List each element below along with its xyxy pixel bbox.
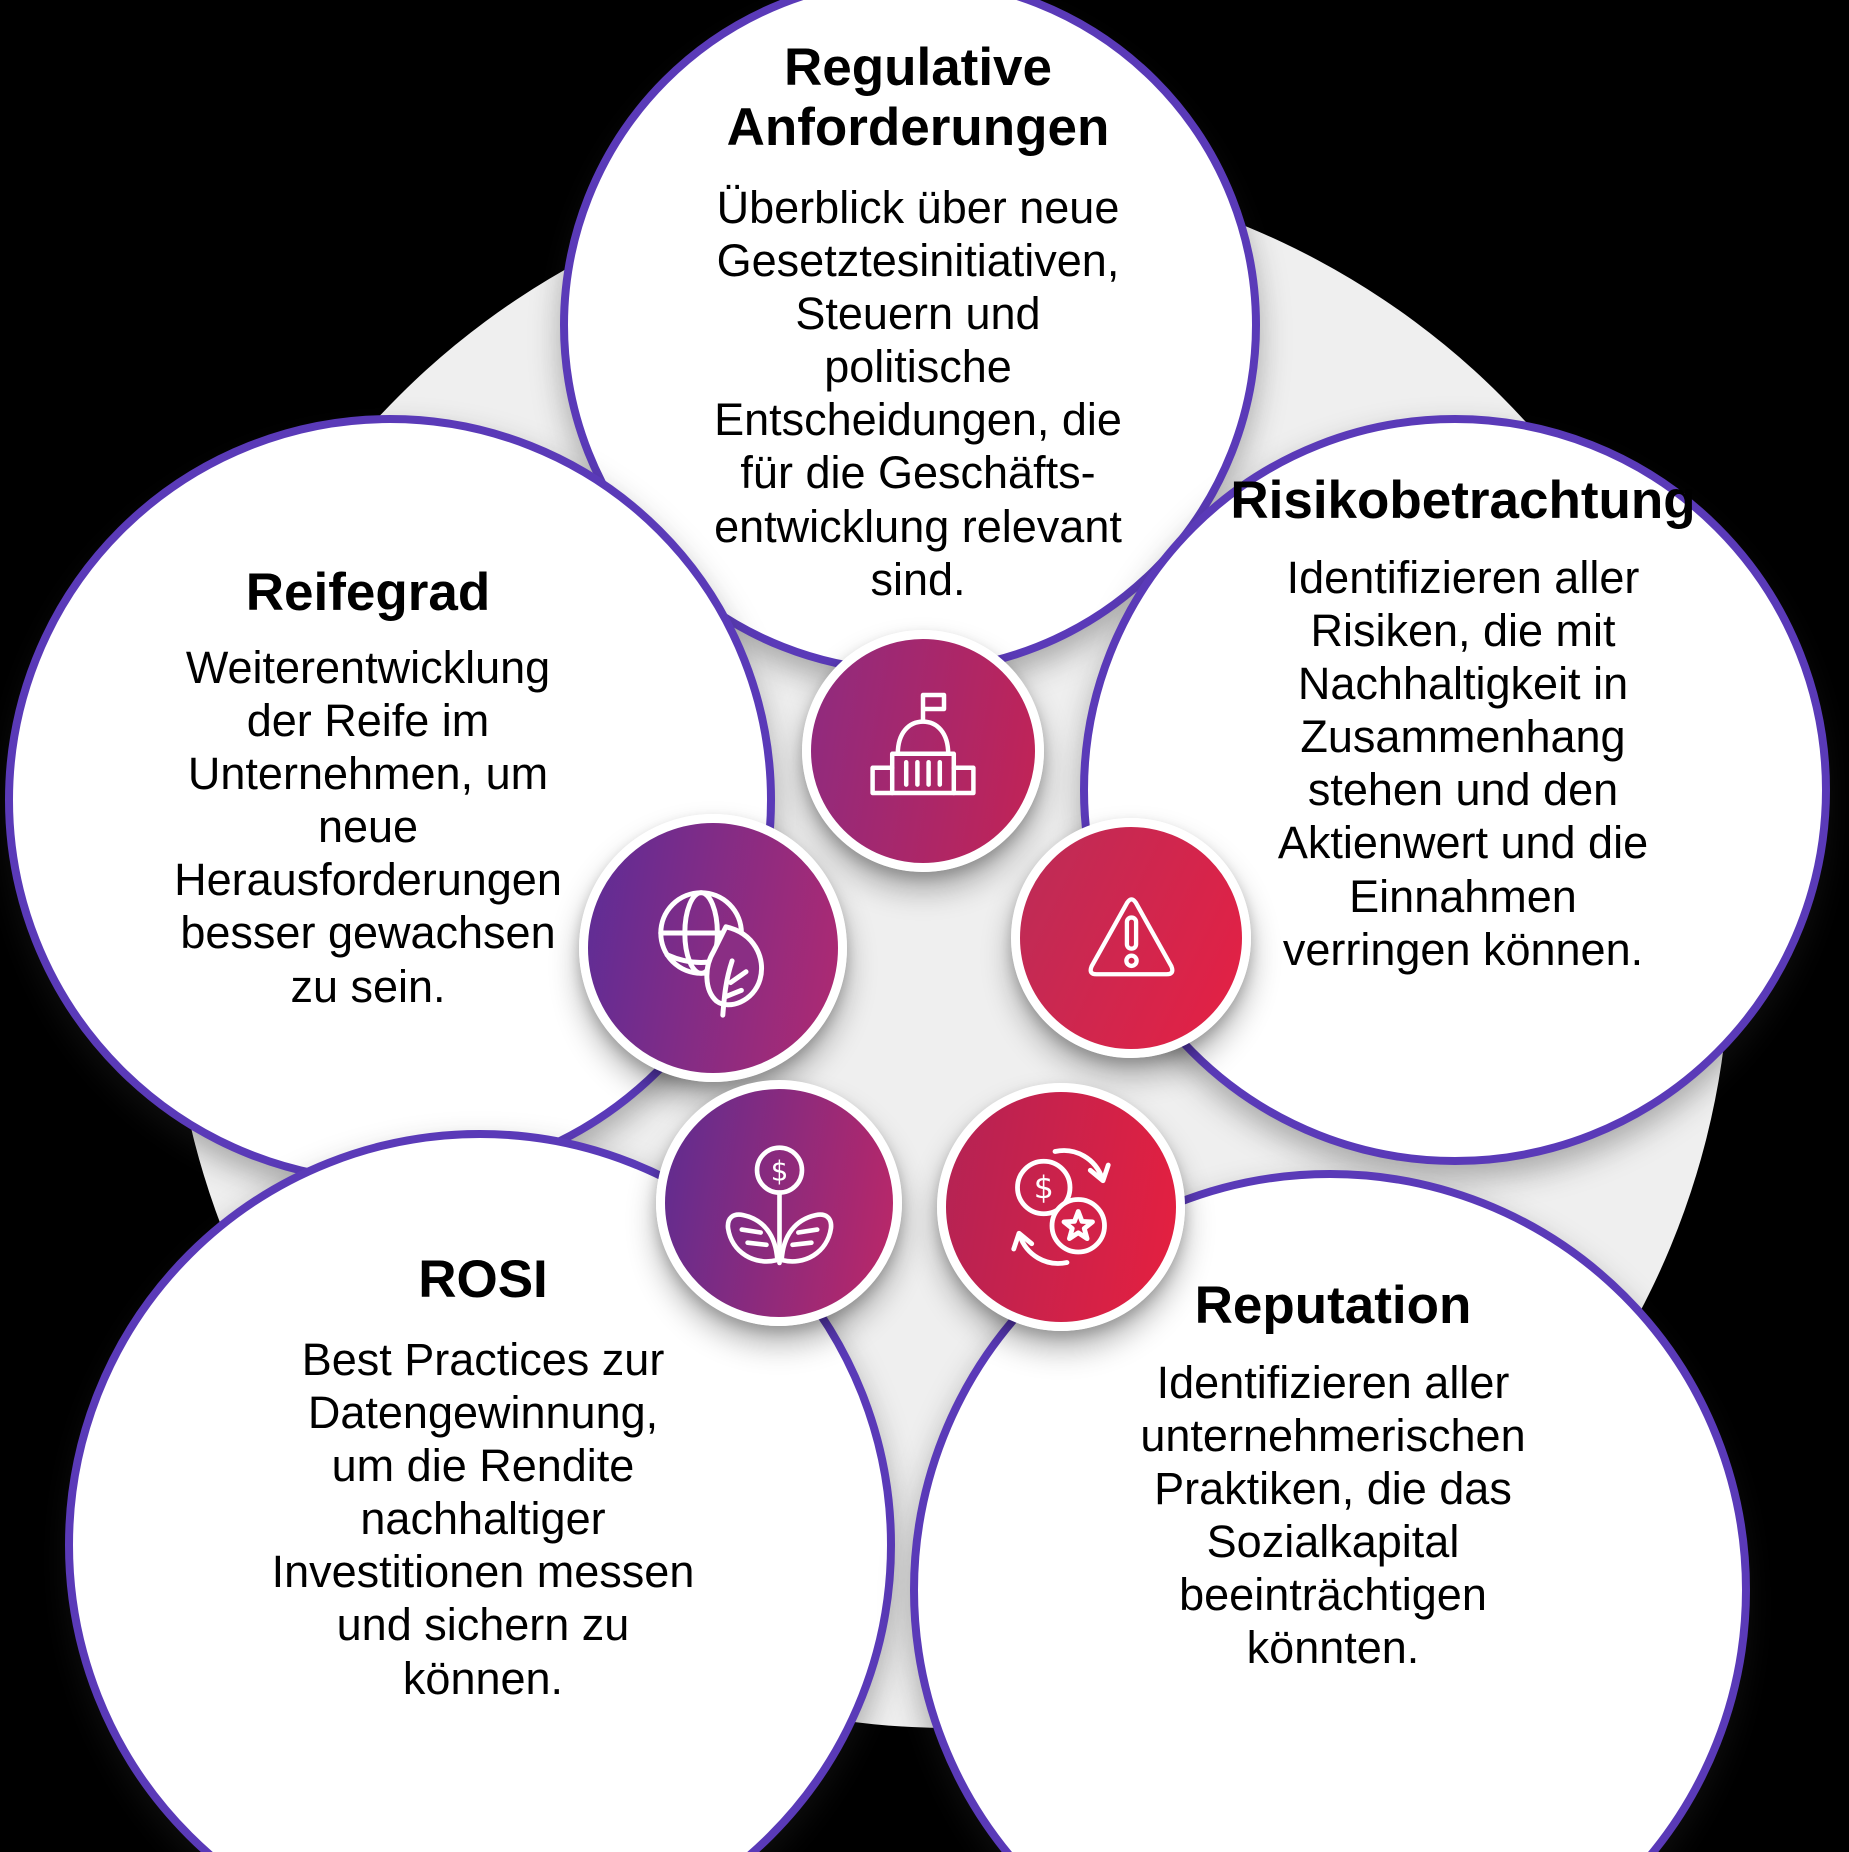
money-plant-icon: $ — [725, 1144, 833, 1265]
warning-triangle-icon — [1088, 896, 1174, 976]
bubble-body-reputation: Identifizieren aller unternehmerischen P… — [1140, 1357, 1526, 1674]
bubble-risikobetrachtung: Risikobetrachtung Identifizieren aller R… — [1080, 415, 1830, 1165]
bubble-title-reifegrad: Reifegrad — [245, 563, 491, 622]
svg-text:$: $ — [770, 1155, 788, 1187]
government-building-icon — [870, 692, 976, 796]
bubble-body-regulative-anforderungen: Überblick über neue Gesetztesinitiativen… — [714, 182, 1122, 605]
bubble-title-reputation: Reputation — [1194, 1276, 1472, 1335]
currency-exchange-icon: $ — [1011, 1148, 1111, 1266]
bubble-rosi: ROSI Best Practices zur Datengewinnung, … — [65, 1130, 895, 1852]
bubble-body-reifegrad: Weiterentwicklung der Reife im Unternehm… — [174, 642, 562, 1012]
bubble-title-rosi: ROSI — [418, 1250, 548, 1309]
bubble-title-risikobetrachtung: Risikobetrachtung — [1230, 471, 1696, 530]
bubble-reifegrad: Reifegrad Weiterentwicklung der Reife im… — [5, 415, 775, 1185]
rosi-badge: $ — [656, 1080, 902, 1326]
svg-text:$: $ — [1034, 1170, 1054, 1206]
bubble-regulative-anforderungen: Regulative Anforderungen Überblick über … — [560, 0, 1260, 675]
regulative-badge — [802, 630, 1044, 872]
bubble-title-regulative-anforderungen: Regulative Anforderungen — [726, 38, 1110, 158]
bubble-body-risikobetrachtung: Identifizieren aller Risiken, die mit Na… — [1277, 552, 1649, 975]
bubble-body-rosi: Best Practices zur Datengewinnung, um di… — [271, 1334, 695, 1704]
globe-leaf-icon — [657, 889, 764, 1018]
risikobetrachtung-badge — [1011, 818, 1251, 1058]
reputation-badge: $ — [937, 1083, 1185, 1331]
reifegrad-badge — [579, 814, 847, 1082]
